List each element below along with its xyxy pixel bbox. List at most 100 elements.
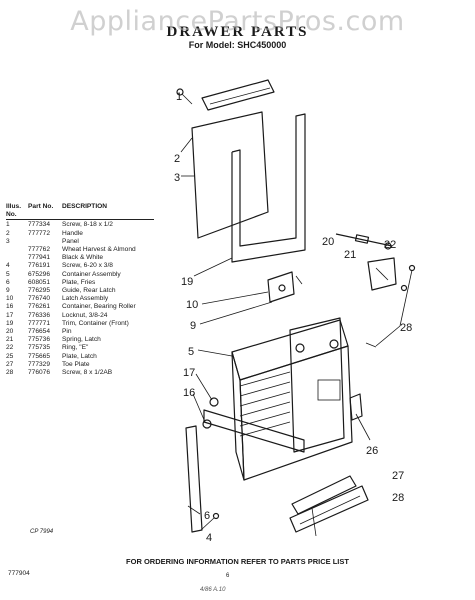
table-row: 3 Panel xyxy=(6,238,154,246)
table-row: 1 777334 Screw, 8-18 x 1/2 xyxy=(6,221,154,229)
cell-description: Screw, 8 x 1/2AB xyxy=(62,369,113,377)
callout-1: 1 xyxy=(176,91,182,103)
table-row: 16 776261 Container, Bearing Roller xyxy=(6,303,154,311)
cell-illus-no: 2 xyxy=(6,229,10,237)
cell-description: Container, Bearing Roller xyxy=(62,303,136,311)
cell-description: Plate, Fries xyxy=(62,278,96,286)
table-row: 20 776654 Pin xyxy=(6,328,154,336)
document-number: 777904 xyxy=(8,570,30,577)
cell-illus-no: 1 xyxy=(6,221,10,229)
table-row: 21 775736 Spring, Latch xyxy=(6,336,154,344)
cell-description: Locknut, 3/8-24 xyxy=(62,311,108,319)
cell-part-no: 777941 xyxy=(28,254,51,262)
page-title: DRAWER PARTS xyxy=(166,24,309,40)
cell-description: Black & White xyxy=(62,254,104,262)
cell-part-no: 775736 xyxy=(28,336,51,344)
cell-description: Pin xyxy=(62,328,72,336)
header-illus: Illus. No. xyxy=(6,203,22,219)
table-row: 5 675296 Container Assembly xyxy=(6,271,154,279)
cell-part-no: 776191 xyxy=(28,262,51,270)
latch-plate-part xyxy=(367,257,397,291)
panel-part xyxy=(191,79,275,239)
parts-table-header: Illus. No. Part No. DESCRIPTION xyxy=(6,203,154,221)
copyright-code: CP 7994 xyxy=(30,529,54,535)
cell-part-no: 777334 xyxy=(28,221,51,229)
cell-part-no: 776336 xyxy=(28,311,51,319)
callout-17: 17 xyxy=(183,367,195,379)
cell-description: Guide, Rear Latch xyxy=(62,287,116,295)
cell-description: Plate, Latch xyxy=(62,352,97,360)
container-rail-part xyxy=(203,409,305,453)
latch-assembly-part xyxy=(267,271,303,303)
cell-part-no: 776261 xyxy=(28,303,51,311)
callout-6: 6 xyxy=(204,510,210,522)
cell-illus-no: 21 xyxy=(6,336,14,344)
callout-2: 2 xyxy=(174,153,180,165)
cell-part-no: 777762 xyxy=(28,246,51,254)
callout-27: 27 xyxy=(392,470,404,482)
cell-description: Handle xyxy=(62,229,83,237)
leader-lines xyxy=(180,137,413,537)
callout-28-bottom: 28 xyxy=(392,492,404,504)
cell-illus-no: 25 xyxy=(6,352,14,360)
parts-table-body: 1 777334 Screw, 8-18 x 1/2 2 777772 Handle 3 Pa… xyxy=(6,221,154,377)
handwritten-note: 4/86 A.10 xyxy=(200,587,226,593)
cell-description: Screw, 8-18 x 1/2 xyxy=(62,221,113,229)
cell-description: Container Assembly xyxy=(62,270,121,278)
table-row: 25 775665 Plate, Latch xyxy=(6,353,154,361)
cell-illus-no: 10 xyxy=(6,295,14,303)
cell-part-no: 776654 xyxy=(28,328,51,336)
model-subtitle: For Model: SHC450000 xyxy=(188,40,287,50)
cell-description: Panel xyxy=(62,237,79,245)
cell-description: Wheat Harvest & Almond xyxy=(62,246,136,254)
table-row: 28 776076 Screw, 8 x 1/2AB xyxy=(6,369,154,377)
cell-part-no: 775735 xyxy=(28,344,51,352)
roller-part xyxy=(202,397,219,429)
cell-illus-no: 16 xyxy=(6,303,14,311)
cell-illus-no: 27 xyxy=(6,360,14,368)
ordering-note: FOR ORDERING INFORMATION REFER TO PARTS … xyxy=(126,557,349,566)
callout-22: 22 xyxy=(384,239,396,251)
cell-illus-no: 19 xyxy=(6,319,14,327)
cell-description: Screw, 6-20 x 3/8 xyxy=(62,262,113,270)
cell-illus-no: 6 xyxy=(6,278,10,286)
cell-illus-no: 28 xyxy=(6,369,14,377)
screw-4-part xyxy=(212,512,220,520)
cell-description: Trim, Container (Front) xyxy=(62,319,129,327)
callout-19: 19 xyxy=(181,276,193,288)
cell-illus-no: 20 xyxy=(6,328,14,336)
cell-illus-no: 5 xyxy=(6,270,10,278)
cell-description: Ring, "E" xyxy=(62,344,89,352)
cell-description: Toe Plate xyxy=(62,360,90,368)
table-row: 777941 Black & White xyxy=(6,254,154,262)
cell-part-no: 776076 xyxy=(28,369,51,377)
container-assembly-part xyxy=(231,317,353,481)
table-row: 2 777772 Handle xyxy=(6,230,154,238)
callout-9: 9 xyxy=(190,320,196,332)
cell-part-no: 675296 xyxy=(28,270,51,278)
table-row: 777762 Wheat Harvest & Almond xyxy=(6,246,154,254)
callout-21: 21 xyxy=(344,249,356,261)
header-part: Part No. xyxy=(28,203,54,210)
cell-part-no: 777329 xyxy=(28,360,51,368)
table-row: 19 777771 Trim, Container (Front) xyxy=(6,320,154,328)
callout-16: 16 xyxy=(183,387,195,399)
table-row: 4 776191 Screw, 6-20 x 3/8 xyxy=(6,262,154,270)
table-row: 17 776336 Locknut, 3/8-24 xyxy=(6,312,154,320)
side-guide-part xyxy=(185,425,203,533)
cell-description: Spring, Latch xyxy=(62,336,101,344)
callout-4: 4 xyxy=(206,532,212,544)
callout-20: 20 xyxy=(322,236,334,248)
cell-illus-no: 3 xyxy=(6,237,10,245)
cell-illus-no: 17 xyxy=(6,311,14,319)
cell-illus-no: 9 xyxy=(6,287,10,295)
cell-illus-no: 4 xyxy=(6,262,10,270)
cell-part-no: 777772 xyxy=(28,229,51,237)
cell-part-no: 775665 xyxy=(28,352,51,360)
cell-part-no: 777771 xyxy=(28,319,51,327)
